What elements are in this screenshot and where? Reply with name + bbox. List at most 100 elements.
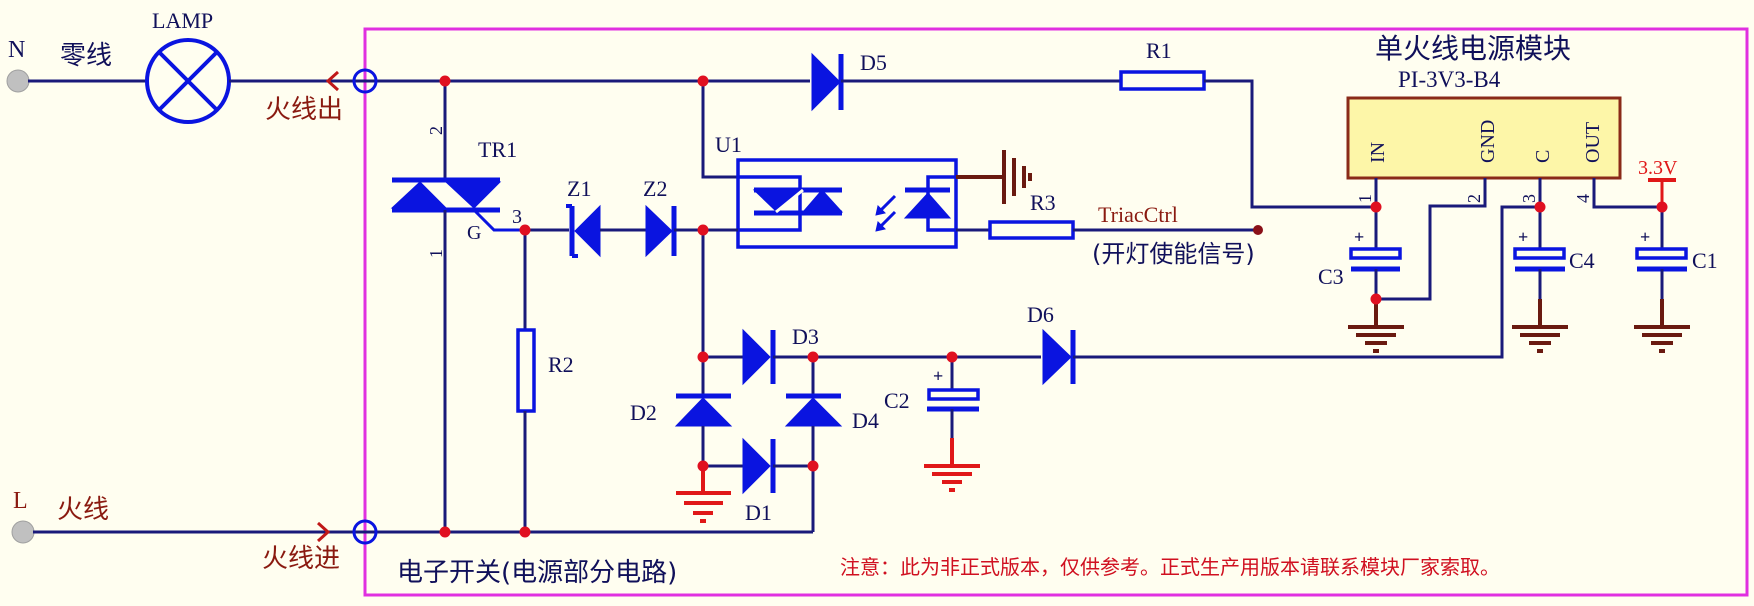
capacitor-c4: + C4 (1513, 227, 1595, 273)
pin-num-3: 3 (1519, 194, 1539, 203)
neutral-letter: N (8, 37, 25, 63)
diode-d4: D4 (784, 393, 879, 433)
r3-label: R3 (1030, 190, 1056, 215)
ground-u1-icon (1002, 150, 1032, 204)
vout-port: 3.3V (1638, 157, 1678, 207)
r2-label: R2 (548, 352, 574, 377)
light-arrows-icon (875, 194, 897, 232)
c4-plus: + (1518, 227, 1528, 247)
junction (1370, 201, 1382, 213)
junction (1370, 293, 1382, 305)
tr1-label: TR1 (478, 137, 517, 162)
lamp-label: LAMP (152, 8, 213, 33)
ground-bridge-icon (676, 466, 731, 523)
junction (697, 75, 709, 87)
capacitor-c1: + C1 (1635, 227, 1718, 273)
capacitor-c2: + C2 (884, 366, 980, 413)
neutral-terminal: N 零线 (6, 37, 112, 93)
zener-z2: Z2 (643, 176, 677, 258)
tr1-gate: G (467, 222, 481, 244)
resistor-r2: R2 (516, 328, 574, 413)
module-title: 单火线电源模块 (1375, 32, 1571, 65)
u1-label: U1 (715, 132, 742, 157)
tr1-pin3: 3 (512, 206, 522, 228)
junction (697, 224, 709, 236)
r1-label: R1 (1146, 38, 1172, 63)
connector-in (352, 519, 378, 545)
junction (807, 460, 819, 472)
neutral-label: 零线 (60, 41, 112, 71)
z2-label: Z2 (643, 176, 667, 201)
d3-label: D3 (792, 324, 819, 349)
tr1-pin2: 2 (426, 126, 446, 135)
notice-text: 注意：此为非正式版本，仅供参考。正式生产用版本请联系模块厂家索取。 (840, 555, 1500, 579)
capacitor-c3: + C3 (1318, 227, 1402, 289)
module-body (1346, 96, 1622, 180)
connector-out (352, 68, 378, 94)
junction (519, 526, 531, 538)
d6-label: D6 (1027, 302, 1054, 327)
pin-name-gnd: GND (1477, 120, 1499, 163)
diode-d6: D6 (1027, 302, 1076, 386)
junction (439, 75, 451, 87)
d1-label: D1 (745, 500, 772, 525)
triacctrl-net-port (1253, 225, 1263, 235)
diode-d2: D2 (630, 393, 733, 427)
live-terminal-dot (11, 520, 35, 544)
ground-c3-icon (1348, 299, 1404, 353)
lamp: LAMP (145, 8, 231, 124)
pin-num-4: 4 (1573, 194, 1593, 203)
zener-z1: Z1 (566, 176, 601, 258)
c4-label: C4 (1569, 248, 1595, 273)
triacctrl-desc: (开灯使能信号) (1092, 240, 1255, 268)
ground-c1-icon (1634, 299, 1690, 353)
pin-name-in: IN (1367, 142, 1389, 163)
c3-plus: + (1354, 227, 1364, 247)
live-letter: L (13, 488, 28, 514)
circuit-frame (363, 27, 1749, 597)
arrow-live-in-icon (316, 521, 331, 543)
optocoupler-u1: U1 (715, 132, 958, 249)
pin-num-2: 2 (1464, 194, 1484, 203)
vout-label: 3.3V (1638, 157, 1678, 179)
junction (946, 351, 958, 363)
resistor-r1: R1 (1119, 38, 1206, 91)
power-module: 单火线电源模块 PI-3V3-B4 IN GND C OUT 1 2 3 4 (1346, 32, 1622, 207)
arrow-live-out-icon (325, 70, 340, 92)
junction (697, 351, 709, 363)
diode-d3: D3 (742, 324, 819, 386)
ground-c4-icon (1512, 299, 1568, 353)
triac-tr1: TR1 2 1 G 3 (390, 126, 522, 258)
junction (1534, 201, 1546, 213)
triacctrl-label: TriacCtrl (1098, 202, 1178, 227)
z1-label: Z1 (567, 176, 591, 201)
c1-label: C1 (1692, 248, 1718, 273)
c3-label: C3 (1318, 264, 1344, 289)
diode-d1: D1 (742, 437, 776, 525)
section-label: 电子开关(电源部分电路) (397, 558, 677, 588)
junction (697, 460, 709, 472)
junction (519, 224, 531, 236)
c1-plus: + (1640, 227, 1650, 247)
junctions (439, 75, 1668, 538)
ground-c2-icon (924, 438, 980, 492)
d5-label: D5 (860, 50, 887, 75)
tr1-pin1: 1 (426, 249, 446, 258)
pin-num-1: 1 (1355, 194, 1375, 203)
live-terminal: L 火线 (11, 488, 109, 544)
c2-label: C2 (884, 388, 910, 413)
d4-label: D4 (852, 408, 879, 433)
pin-name-c: C (1532, 150, 1554, 163)
live-out-label: 火线出 (265, 95, 343, 125)
junction (439, 526, 451, 538)
pin-name-out: OUT (1582, 122, 1604, 163)
junction (807, 351, 819, 363)
neutral-terminal-dot (6, 69, 30, 93)
junction (1656, 201, 1668, 213)
c2-plus: + (933, 366, 943, 386)
live-label: 火线 (57, 495, 109, 525)
module-part-number: PI-3V3-B4 (1398, 67, 1501, 92)
live-in-label: 火线进 (262, 544, 340, 574)
d2-label: D2 (630, 400, 657, 425)
